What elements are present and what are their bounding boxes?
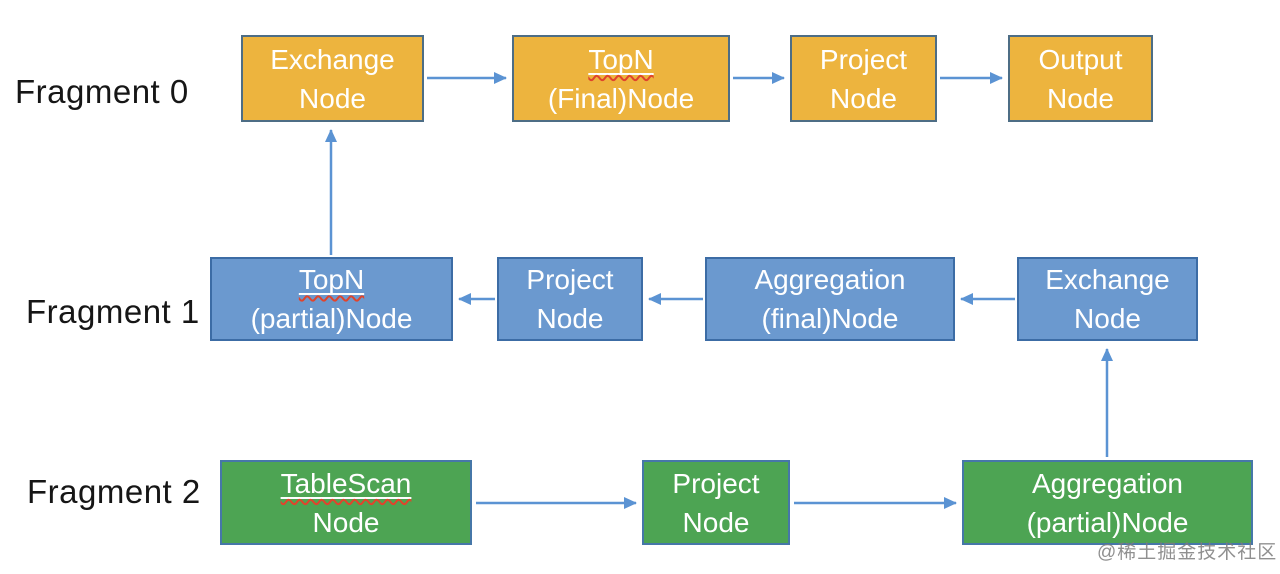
node-f1-project: Project Node [497, 257, 643, 341]
misspelled-word: TopN [298, 264, 365, 295]
node-label-line2: Node [312, 506, 380, 538]
node-f0-output: Output Node [1008, 35, 1153, 122]
node-label-line1: Aggregation [754, 264, 906, 295]
node-f2-tablescan: TableScan Node [220, 460, 472, 545]
fragment-2-label: Fragment 2 [27, 473, 201, 510]
watermark: @稀土掘金技术社区 [1097, 542, 1278, 563]
node-label-line1: TableScan [281, 464, 412, 503]
node-label-line2: (final)Node [761, 303, 899, 334]
node-label-line1: TopN [588, 40, 653, 79]
node-label-line2: Node [1047, 82, 1114, 114]
node-label-line2: (partial)Node [1026, 506, 1189, 538]
node-f1-aggregation-final: Aggregation (final)Node [705, 257, 955, 341]
node-f0-project: Project Node [790, 35, 937, 122]
node-f2-aggregation-partial: Aggregation (partial)Node [962, 460, 1253, 545]
node-label-line2: (partial)Node [250, 303, 413, 334]
node-label-line1: Exchange [1045, 264, 1170, 295]
node-f0-topn-final: TopN (Final)Node [512, 35, 730, 122]
node-f1-exchange: Exchange Node [1017, 257, 1198, 341]
node-label-line1: TopN [299, 260, 364, 299]
node-label-line2: Node [830, 82, 897, 114]
node-label-line1: Exchange [270, 43, 395, 75]
misspelled-word: TopN [588, 43, 654, 75]
node-f2-project: Project Node [642, 460, 790, 545]
misspelled-word: TableScan [280, 467, 412, 499]
node-label-line2: Node [536, 303, 604, 334]
node-label-line1: Project [526, 264, 614, 295]
node-label-line1: Output [1038, 43, 1123, 75]
node-label-line2: Node [1074, 303, 1141, 334]
fragment-1-label: Fragment 1 [26, 293, 200, 330]
node-label-line2: Node [299, 82, 366, 114]
node-label-line2: Node [682, 506, 750, 538]
node-label-line2: (Final)Node [547, 82, 695, 114]
node-label-line1: Project [672, 467, 760, 499]
node-label-line1: Aggregation [1031, 467, 1183, 499]
fragment-0-label: Fragment 0 [15, 73, 189, 110]
node-label-line1: Project [819, 43, 908, 75]
node-f1-topn-partial: TopN (partial)Node [210, 257, 453, 341]
node-f0-exchange: Exchange Node [241, 35, 424, 122]
